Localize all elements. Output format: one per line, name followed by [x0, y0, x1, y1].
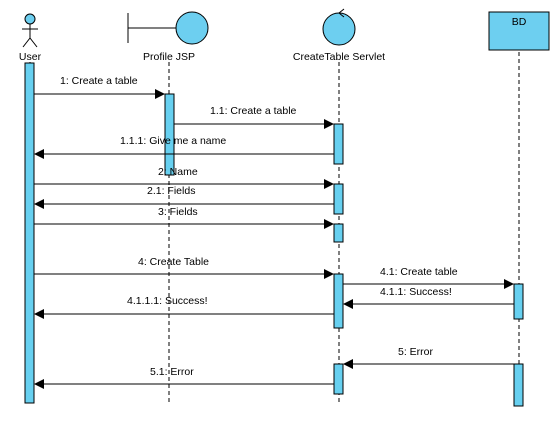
message-4-1[interactable]: 4.1: Create table — [343, 266, 514, 289]
message-3[interactable]: 3: Fields — [34, 206, 334, 229]
activation-bd-1 — [513, 283, 524, 320]
activation-user — [24, 62, 35, 404]
activation-servlet-4 — [333, 273, 344, 329]
participant-label-profile: Profile JSP — [143, 51, 195, 63]
activation-servlet-2 — [333, 183, 344, 215]
activation-servlet-1 — [333, 123, 344, 165]
messages: 1: Create a table 1.1: Create a table 1.… — [34, 75, 514, 389]
message-label: 1.1.1: Give me a name — [120, 135, 226, 147]
message-label: 3: Fields — [158, 206, 198, 218]
message-4[interactable]: 4: Create Table — [34, 256, 334, 279]
boundary-icon — [127, 11, 209, 45]
participant-label-servlet: CreateTable Servlet — [293, 51, 385, 63]
message-2-1[interactable]: 2.1: Fields — [34, 185, 334, 209]
activations — [24, 62, 524, 407]
participant-profile[interactable]: Profile JSP — [127, 11, 209, 63]
message-2[interactable]: 2: Name — [34, 166, 334, 189]
message-label: 5: Error — [398, 346, 434, 358]
participant-label-user: User — [19, 51, 42, 63]
message-label: 4: Create Table — [138, 256, 209, 268]
message-1-1-1[interactable]: 1.1.1: Give me a name — [34, 135, 334, 159]
activation-servlet-5 — [333, 363, 344, 395]
actor-icon — [22, 13, 38, 48]
message-label: 2.1: Fields — [147, 185, 195, 197]
message-label: 4.1: Create table — [380, 266, 458, 278]
message-label: 5.1: Error — [150, 366, 194, 378]
message-4-1-1-1[interactable]: 4.1.1.1: Success! — [34, 295, 334, 319]
message-label: 2: Name — [158, 166, 198, 178]
control-icon — [322, 8, 356, 46]
message-5-1[interactable]: 5.1: Error — [34, 366, 334, 389]
bd-box — [488, 11, 550, 51]
message-1-1[interactable]: 1.1: Create a table — [174, 105, 334, 129]
message-4-1-1[interactable]: 4.1.1: Success! — [343, 286, 514, 309]
participant-user[interactable]: User — [19, 13, 42, 63]
message-label: 1.1: Create a table — [210, 105, 297, 117]
message-5[interactable]: 5: Error — [343, 346, 514, 369]
activation-servlet-3 — [333, 223, 344, 243]
message-label: 4.1.1.1: Success! — [127, 295, 208, 307]
message-label: 4.1.1: Success! — [380, 286, 452, 298]
participant-servlet[interactable]: CreateTable Servlet — [293, 8, 385, 63]
message-label: 1: Create a table — [60, 75, 138, 87]
message-1[interactable]: 1: Create a table — [34, 75, 165, 99]
activation-bd-2 — [513, 363, 524, 407]
participant-bd[interactable]: BD — [488, 11, 550, 51]
activation-profile — [164, 93, 175, 176]
participant-label-bd: BD — [512, 16, 527, 28]
